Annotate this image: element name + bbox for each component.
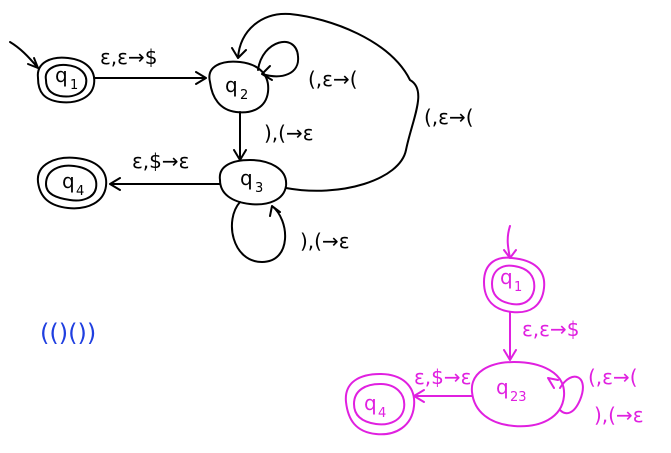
edge-q3-q2-a-label: (,ε→( [424,105,474,129]
loop-q23-b-label-2: ),(→ε [594,403,644,427]
state-q23-b-sub: 23 [510,390,527,405]
edge-q1-q23-b-label: ε,ε→$ [522,317,579,341]
start-arrow-b [503,225,517,259]
loop-q23-b [547,375,584,415]
state-q3-a: q 3 [218,159,288,206]
edge-q1-q2-a-label: ε,ε→$ [100,45,157,69]
state-q4-a-label: q [62,169,75,193]
loop-q2-a [257,40,300,81]
edge-q2-q3-a [233,111,247,161]
loop-q3-a [231,201,286,263]
loop-q2-a-label: (,ε→( [308,67,358,91]
example-string: (()()) [40,319,96,347]
state-q2-a-sub: 2 [240,88,248,103]
machine-b: q 1 ε,ε→$ q 23 (,ε→( ),(→ε ε,$→ε q 4 [344,225,644,436]
edge-q23-q4-b [413,389,473,403]
edge-q1-q23-b [503,311,517,361]
edge-q23-q4-b-label: ε,$→ε [414,365,471,389]
state-q4-a: q 4 [36,156,108,210]
edge-q1-q2-a [93,71,207,85]
start-arrow-a [9,41,39,69]
edge-q2-q3-a-label: ),(→ε [264,121,314,145]
state-q1-b-label: q [500,265,513,289]
state-q4-b: q 4 [344,373,416,436]
loop-q3-a-label: ),(→ε [300,229,350,253]
state-q3-a-label: q [240,166,253,190]
state-q4-a-sub: 4 [76,184,84,199]
edge-q3-q2-a [231,12,420,192]
state-q2-a: q 2 [208,60,270,114]
state-q3-a-sub: 3 [255,181,263,196]
state-q4-b-sub: 4 [378,406,386,421]
edge-q3-q4-a [109,177,221,191]
state-q1-b: q 1 [483,256,546,314]
edge-q3-q4-a-label: ε,$→ε [132,149,189,173]
state-q1-a-sub: 1 [70,78,78,93]
state-q2-a-label: q [225,73,238,97]
state-q4-b-label: q [364,391,377,415]
state-q1-a-label: q [55,63,68,87]
state-q23-b: q 23 [470,361,566,428]
state-q23-b-label: q [496,375,509,399]
state-q1-a: q 1 [36,56,96,104]
loop-q23-b-label-1: (,ε→( [588,365,638,389]
state-q1-b-sub: 1 [514,280,522,295]
machine-a: q 1 ε,ε→$ q 2 (,ε→( ),(→ε (,ε→( q 3 ),(→… [9,12,474,263]
